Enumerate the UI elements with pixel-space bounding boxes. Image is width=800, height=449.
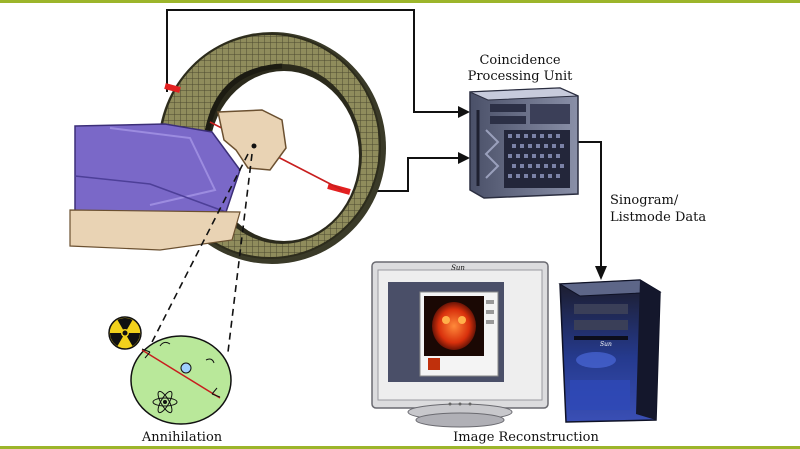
atom-icon xyxy=(152,390,178,414)
patient-hand xyxy=(217,109,287,171)
arrow-head-down xyxy=(595,266,607,280)
annihilation-point xyxy=(251,143,257,149)
coincidence-label-line2: Processing Unit xyxy=(468,69,574,84)
patient-arm xyxy=(69,123,241,251)
sinogram-label-line1: Sinogram/ xyxy=(610,193,679,208)
arrow-head-bottom xyxy=(458,152,470,164)
annihilation-label: Annihilation xyxy=(141,430,223,445)
tower-brand-logo: Sun xyxy=(600,341,612,348)
detector-hit-left xyxy=(164,83,181,93)
pet-image xyxy=(432,302,476,350)
radiation-trefoil-icon xyxy=(108,316,142,350)
data-line xyxy=(575,141,602,268)
crt-monitor xyxy=(371,261,549,428)
monitor-brand-logo: Sun xyxy=(451,264,465,272)
zoom-line-right xyxy=(227,153,253,353)
sinogram-label-line2: Listmode Data xyxy=(610,210,706,225)
signal-line-top xyxy=(166,9,460,113)
reconstruction-computer xyxy=(558,279,662,423)
coincidence-processing-unit xyxy=(469,87,579,199)
arrow-head-top xyxy=(458,106,470,118)
annihilation-bubble xyxy=(130,335,232,425)
image-reconstruction-label: Image Reconstruction xyxy=(453,430,599,445)
coincidence-label-line1: Coincidence xyxy=(479,53,560,68)
